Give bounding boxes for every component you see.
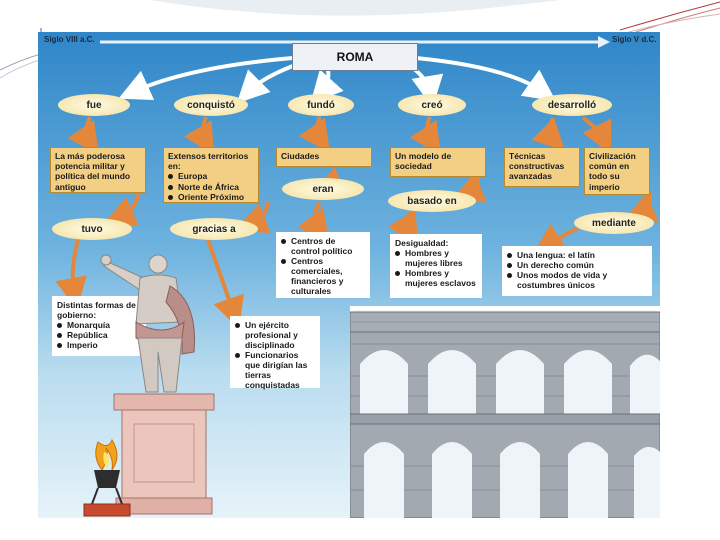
box-ciudades: Ciudades xyxy=(276,147,372,167)
box-potencia: La más poderosa potencia militar y polít… xyxy=(50,147,146,193)
territorios-heading: Extensos territorios en: xyxy=(168,151,249,172)
ciudades-item: Centros de control político xyxy=(281,236,365,256)
box-civilizacion: Civilización común en todo su imperio xyxy=(584,147,650,195)
desigualdad-item: Hombres y mujeres esclavos xyxy=(395,268,477,288)
list-ejercito: Un ejército profesional y disciplinado F… xyxy=(230,316,320,390)
territorio-item: Europa xyxy=(168,171,254,181)
map-title-roma: ROMA xyxy=(292,43,418,71)
verb-gracias-a: gracias a xyxy=(170,218,258,240)
gobierno-item: Imperio xyxy=(57,340,141,350)
civilizacion-item: Una lengua: el latín xyxy=(507,250,647,260)
verb-desarrollo: desarrolló xyxy=(532,94,612,116)
desigualdad-item: Hombres y mujeres libres xyxy=(395,248,477,268)
verb-basado-en: basado en xyxy=(388,190,476,212)
timeline-start: Siglo VIII a.C. xyxy=(44,35,95,44)
gobierno-item: Monarquía xyxy=(57,320,141,330)
territorio-item: Oriente Próximo xyxy=(168,192,254,202)
verb-fundo: fundó xyxy=(288,94,354,116)
box-tecnicas: Técnicas constructivas avanzadas xyxy=(504,147,580,187)
timeline-arrow xyxy=(100,36,610,48)
ciudades-item: Centros comerciales, financieros y cultu… xyxy=(281,256,365,296)
civilizacion-item: Un derecho común xyxy=(507,260,647,270)
timeline-end: Siglo V d.C. xyxy=(612,35,657,44)
list-gobierno: Distintas formas de gobierno: Monarquía … xyxy=(52,296,146,356)
desigualdad-heading: Desigualdad: xyxy=(395,238,449,248)
aqueduct-illustration xyxy=(350,306,660,518)
gobierno-item: República xyxy=(57,330,141,340)
list-desigualdad: Desigualdad: Hombres y mujeres libres Ho… xyxy=(390,234,482,298)
verb-conquisto: conquistó xyxy=(174,94,248,116)
gobierno-heading: Distintas formas de gobierno: xyxy=(57,300,136,321)
box-modelo-sociedad: Un modelo de sociedad xyxy=(390,147,486,177)
list-ciudades: Centros de control político Centros come… xyxy=(276,232,370,298)
verb-creo: creó xyxy=(398,94,466,116)
ejercito-item: Funcionarios que dirigían las tierras co… xyxy=(235,350,315,390)
box-territorios: Extensos territorios en: Europa Norte de… xyxy=(163,147,259,203)
list-civilizacion: Una lengua: el latín Un derecho común Un… xyxy=(502,246,652,296)
verb-fue: fue xyxy=(58,94,130,116)
augustus-statue-illustration xyxy=(83,254,215,517)
verb-eran: eran xyxy=(282,178,364,200)
territorio-item: Norte de África xyxy=(168,182,254,192)
concept-map-panel: Siglo VIII a.C. Siglo V d.C. xyxy=(38,32,660,518)
verb-tuvo: tuvo xyxy=(52,218,132,240)
ejercito-item: Un ejército profesional y disciplinado xyxy=(235,320,315,350)
civilizacion-item: Unos modos de vida y costumbres únicos xyxy=(507,270,647,290)
verb-mediante: mediante xyxy=(574,212,654,234)
